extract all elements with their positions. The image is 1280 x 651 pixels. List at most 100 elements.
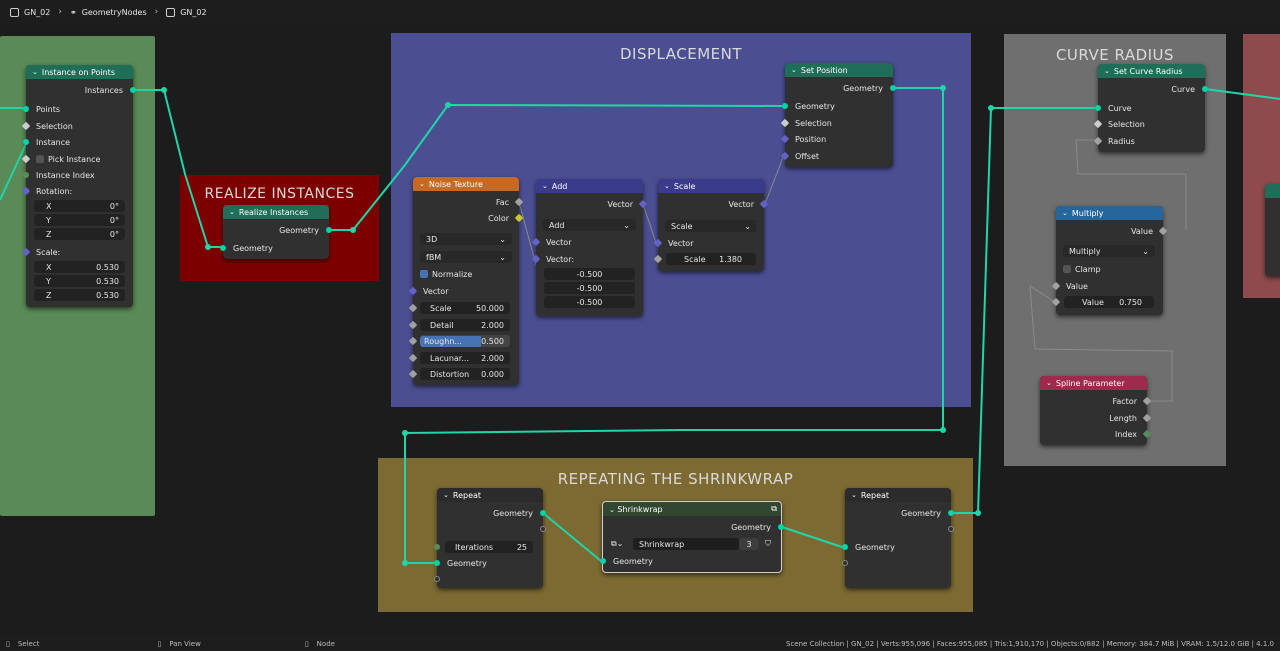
node-header[interactable]: ⌄ Shrinkwrap⧉ — [603, 502, 781, 516]
node-header[interactable]: ⌄Repeat — [437, 488, 543, 502]
socket-output[interactable] — [890, 85, 896, 91]
clamp-checkbox[interactable]: Clamp — [1056, 262, 1163, 276]
breadcrumb-object[interactable]: GN_02 — [10, 7, 50, 17]
breadcrumb-tree[interactable]: GN_02 — [166, 7, 207, 17]
node-header[interactable]: ⌄Multiply — [1056, 206, 1163, 220]
node-spline-parameter[interactable]: ⌄Spline Parameter Factor Length Index — [1040, 376, 1152, 445]
chevron-down-icon[interactable]: ⌄ — [229, 208, 235, 216]
socket-input[interactable] — [23, 172, 29, 178]
vector-y-field[interactable]: -0.500 — [544, 282, 635, 294]
node-set-position[interactable]: ⌄Set Position Geometry Geometry Selectio… — [780, 63, 896, 167]
socket-input[interactable] — [600, 558, 606, 564]
socket-output[interactable] — [778, 524, 784, 530]
chevron-down-icon[interactable]: ⌄ — [419, 180, 425, 188]
chevron-down-icon[interactable]: ⌄ — [1104, 67, 1110, 75]
node-noise-texture[interactable]: ⌄Noise Texture Fac Color 3D⌄ fBM⌄ Normal… — [408, 177, 524, 385]
input-selection: Selection — [36, 121, 73, 131]
socket-output-empty[interactable] — [948, 526, 954, 532]
roughness-field[interactable]: Roughn...0.500 — [420, 335, 510, 347]
checkbox-icon[interactable] — [1063, 265, 1071, 273]
socket-output[interactable] — [326, 227, 332, 233]
input-vector: Vector — [423, 286, 449, 296]
socket-input-empty[interactable] — [842, 560, 848, 566]
socket-output[interactable] — [130, 87, 136, 93]
node-realize-instances[interactable]: ⌄Realize Instances Geometry Geometry — [220, 205, 332, 259]
chevron-down-icon[interactable]: ⌄ — [851, 491, 857, 499]
operation-dropdown[interactable]: Scale⌄ — [665, 220, 757, 232]
node-header[interactable]: ⌄Spline Parameter — [1040, 376, 1147, 390]
node-vector-add[interactable]: ⌄Add Vector Add⌄ Vector Vector: -0.500 -… — [531, 179, 648, 316]
socket-input[interactable] — [434, 544, 440, 550]
socket-output-empty[interactable] — [540, 526, 546, 532]
chevron-down-icon: ⌄ — [499, 252, 506, 262]
node-header[interactable]: ⌄Scale — [658, 179, 764, 193]
node-shrinkwrap[interactable]: ⌄ Shrinkwrap⧉ Geometry ⧉⌄ Shrinkwrap 3 ⛉… — [600, 501, 784, 573]
operation-dropdown[interactable]: Add⌄ — [543, 219, 636, 231]
breadcrumb-modifier[interactable]: ⚭GeometryNodes — [69, 7, 147, 17]
chevron-down-icon[interactable]: ⌄ — [542, 182, 548, 190]
node-header[interactable]: ⌄Set Position — [785, 63, 893, 77]
node-set-curve-radius[interactable]: ⌄Set Curve Radius Curve Curve Selection … — [1093, 64, 1208, 152]
socket-input[interactable] — [434, 560, 440, 566]
socket-input[interactable] — [23, 106, 29, 112]
socket-input[interactable] — [23, 139, 29, 145]
socket-input[interactable] — [220, 245, 226, 251]
node-header[interactable]: ⌄Set Curve Radius — [1098, 64, 1205, 78]
normalize-checkbox[interactable]: Normalize — [413, 267, 519, 281]
fake-user-shield-icon[interactable]: ⛉ — [765, 539, 771, 548]
checkbox-checked-icon[interactable] — [420, 270, 428, 278]
pick-instance-checkbox[interactable]: Pick Instance — [26, 152, 133, 166]
node-group-name-field[interactable]: Shrinkwrap — [633, 538, 739, 550]
socket-output[interactable] — [540, 510, 546, 516]
dimensions-dropdown[interactable]: 3D⌄ — [420, 233, 512, 245]
node-tree-selector-icon[interactable]: ⧉⌄ — [611, 539, 624, 548]
node-header[interactable]: ⌄Noise Texture — [413, 177, 519, 191]
checkbox-icon[interactable] — [36, 155, 44, 163]
node-instance-on-points[interactable]: ⌄Instance on Points Instances Points Sel… — [21, 65, 136, 307]
socket-output[interactable] — [948, 510, 954, 516]
socket-input-empty[interactable] — [434, 576, 440, 582]
chevron-down-icon[interactable]: ⌄ — [664, 182, 670, 190]
noise-type-dropdown[interactable]: fBM⌄ — [420, 251, 512, 263]
node-header[interactable]: ⌄Realize Instances — [223, 205, 329, 219]
lacunarity-field[interactable]: Lacunar...2.000 — [420, 352, 510, 364]
node-header[interactable]: ⌄Repeat — [845, 488, 951, 502]
socket-output[interactable] — [1202, 86, 1208, 92]
user-count[interactable]: 3 — [739, 538, 759, 550]
node-math-multiply[interactable]: ⌄Multiply Value Multiply⌄ Clamp Value Va… — [1051, 206, 1168, 315]
socket-input[interactable] — [1095, 105, 1101, 111]
node-header[interactable] — [1265, 184, 1280, 198]
vector-x-field[interactable]: -0.500 — [544, 268, 635, 280]
chevron-down-icon[interactable]: ⌄ — [609, 505, 615, 514]
vector-z-field[interactable]: -0.500 — [544, 296, 635, 308]
chevron-down-icon[interactable]: ⌄ — [32, 68, 38, 76]
node-header[interactable]: ⌄Add — [536, 179, 643, 193]
socket-input[interactable] — [842, 544, 848, 550]
socket-input[interactable] — [782, 103, 788, 109]
frame-title: DISPLACEMENT — [620, 45, 742, 63]
chevron-down-icon[interactable]: ⌄ — [1046, 379, 1052, 387]
chevron-down-icon[interactable]: ⌄ — [1062, 209, 1068, 217]
output-geometry: Geometry — [731, 522, 771, 532]
chevron-down-icon[interactable]: ⌄ — [443, 491, 449, 499]
node-partial-right[interactable] — [1265, 184, 1280, 276]
node-header[interactable]: ⌄Instance on Points — [26, 65, 133, 79]
chevron-down-icon[interactable]: ⌄ — [791, 66, 797, 74]
operation-dropdown[interactable]: Multiply⌄ — [1063, 245, 1155, 257]
node-repeat-output[interactable]: ⌄Repeat Geometry Geometry — [842, 488, 954, 588]
node-editor-canvas[interactable]: REALIZE INSTANCES DISPLACEMENT CURVE RAD… — [0, 24, 1280, 636]
